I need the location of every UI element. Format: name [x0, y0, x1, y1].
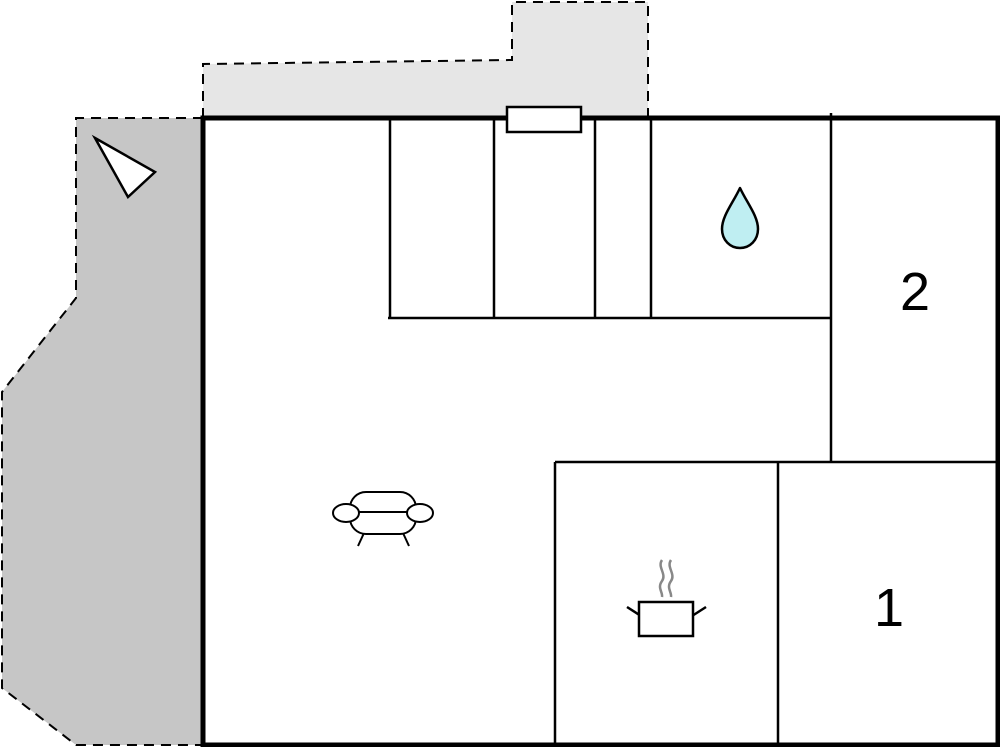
- interior-walls: [388, 113, 998, 745]
- cooking-pot-icon: [626, 559, 707, 638]
- terrace-left: [1, 117, 204, 746]
- outer-wall: [200, 115, 1000, 747]
- room-label-1: 1: [874, 578, 904, 638]
- window: [505, 105, 583, 134]
- room-label-2: 2: [900, 262, 930, 322]
- terrace-top: [202, 1, 649, 119]
- sofa-icon: [332, 491, 434, 547]
- north-arrow-icon: [91, 134, 158, 199]
- water-drop-icon: [720, 186, 760, 250]
